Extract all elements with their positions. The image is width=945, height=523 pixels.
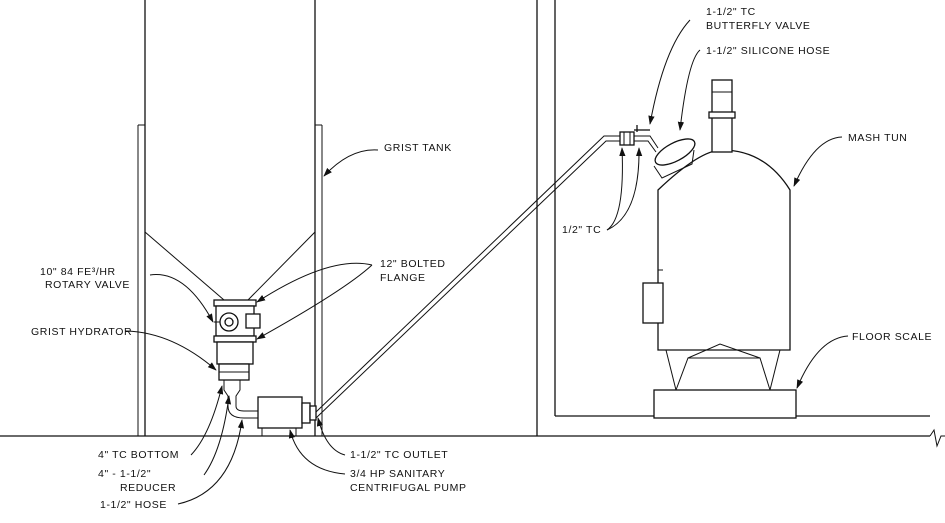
label-rotary-valve-line2: ROTARY VALVE [45, 279, 130, 291]
pump-suction-hose [227, 405, 258, 419]
label-reducer-line2: REDUCER [120, 482, 176, 494]
label-tc-bottom: 4" TC BOTTOM [98, 449, 179, 461]
label-pump-line2: CENTRIFUGAL PUMP [350, 482, 467, 494]
label-bolted-flange-line2: FLANGE [380, 272, 426, 284]
label-grist-tank: GRIST TANK [384, 142, 452, 154]
label-hose: 1-1/2" HOSE [100, 499, 167, 511]
grist-tank [137, 0, 323, 436]
label-reducer-line1: 4" - 1-1/2" [98, 468, 151, 480]
label-pump-line1: 3/4 HP SANITARY [350, 468, 445, 480]
labels: 1-1/2" TC BUTTERFLY VALVE 1-1/2" SILICON… [31, 6, 932, 511]
floor-line [0, 428, 945, 448]
label-butterfly-valve-line2: BUTTERFLY VALVE [706, 20, 811, 32]
butterfly-valve [619, 125, 659, 153]
label-silicone-hose: 1-1/2" SILICONE HOSE [706, 45, 830, 57]
centrifugal-pump [257, 396, 317, 436]
mash-tun-manway [653, 138, 696, 179]
mash-tun-legs [665, 343, 781, 391]
label-bolted-flange-line1: 12" BOLTED [380, 258, 446, 270]
label-mash-tun: MASH TUN [848, 132, 907, 144]
leader-lines [124, 19, 849, 505]
label-tc-outlet: 1-1/2" TC OUTLET [350, 449, 448, 461]
label-butterfly-valve-line1: 1-1/2" TC [706, 6, 756, 18]
rotary-valve [213, 299, 261, 337]
label-floor-scale: FLOOR SCALE [852, 331, 932, 343]
grist-hydrator [216, 341, 254, 381]
label-rotary-valve-line1: 10" 84 FE³/HR [40, 266, 116, 278]
label-grist-hydrator: GRIST HYDRATOR [31, 326, 132, 338]
mash-tun [642, 79, 791, 391]
transfer-hose [315, 135, 622, 419]
bolted-flange [213, 335, 257, 343]
label-half-tc: 1/2" TC [562, 224, 601, 236]
floor-scale [653, 389, 797, 419]
reducer [223, 380, 241, 406]
